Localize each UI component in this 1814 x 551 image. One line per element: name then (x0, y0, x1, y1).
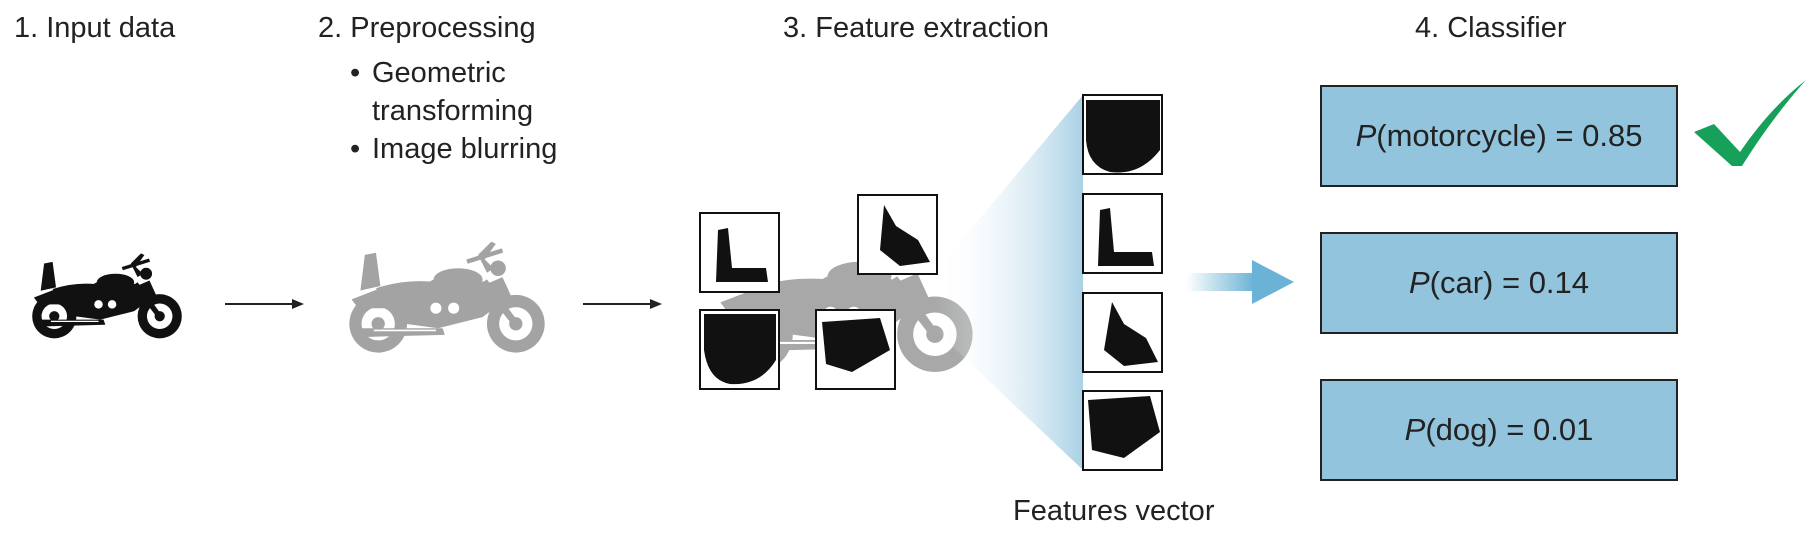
classifier-output-motorcycle: P(motorcycle) = 0.85 (1320, 85, 1678, 187)
feature-patch (1082, 390, 1163, 471)
stage-title-feature-extraction: 3. Feature extraction (783, 12, 1049, 44)
feature-patch (857, 194, 938, 275)
feature-patch (699, 212, 780, 293)
stage-title-input: 1. Input data (14, 12, 176, 44)
stage-title-preprocessing: 2. Preprocessing (318, 12, 536, 44)
classifier-output-label: (car) = 0.14 (1429, 265, 1590, 300)
classifier-output-label: (dog) = 0.01 (1425, 412, 1594, 447)
blurred-motorcycle-image (349, 242, 544, 353)
features-vector (1082, 94, 1163, 471)
feature-patch (815, 309, 896, 390)
classifier-output-label: (motorcycle) = 0.85 (1376, 118, 1643, 153)
preprocessing-steps: Geometric transforming Image blurring (350, 54, 602, 168)
preprocessing-step: Geometric transforming (350, 54, 602, 130)
preprocessing-step: Image blurring (350, 130, 602, 168)
feature-patch (1082, 94, 1163, 175)
classifier-output-car: P(car) = 0.14 (1320, 232, 1678, 334)
feature-patch (1082, 193, 1163, 274)
arrow-icon (583, 299, 662, 309)
feature-patch (699, 309, 780, 390)
projection-fan (935, 95, 1083, 470)
classifier-output-dog: P(dog) = 0.01 (1320, 379, 1678, 481)
probability-symbol: P (1355, 118, 1377, 153)
probability-symbol: P (1408, 265, 1430, 300)
arrow-icon (1186, 260, 1294, 304)
check-icon (1694, 80, 1806, 166)
probability-symbol: P (1404, 412, 1426, 447)
features-vector-label: Features vector (1013, 495, 1215, 527)
arrow-icon (225, 299, 304, 309)
motorcycle-image (30, 251, 184, 341)
feature-patch (1082, 292, 1163, 373)
stage-title-classifier: 4. Classifier (1415, 12, 1567, 44)
